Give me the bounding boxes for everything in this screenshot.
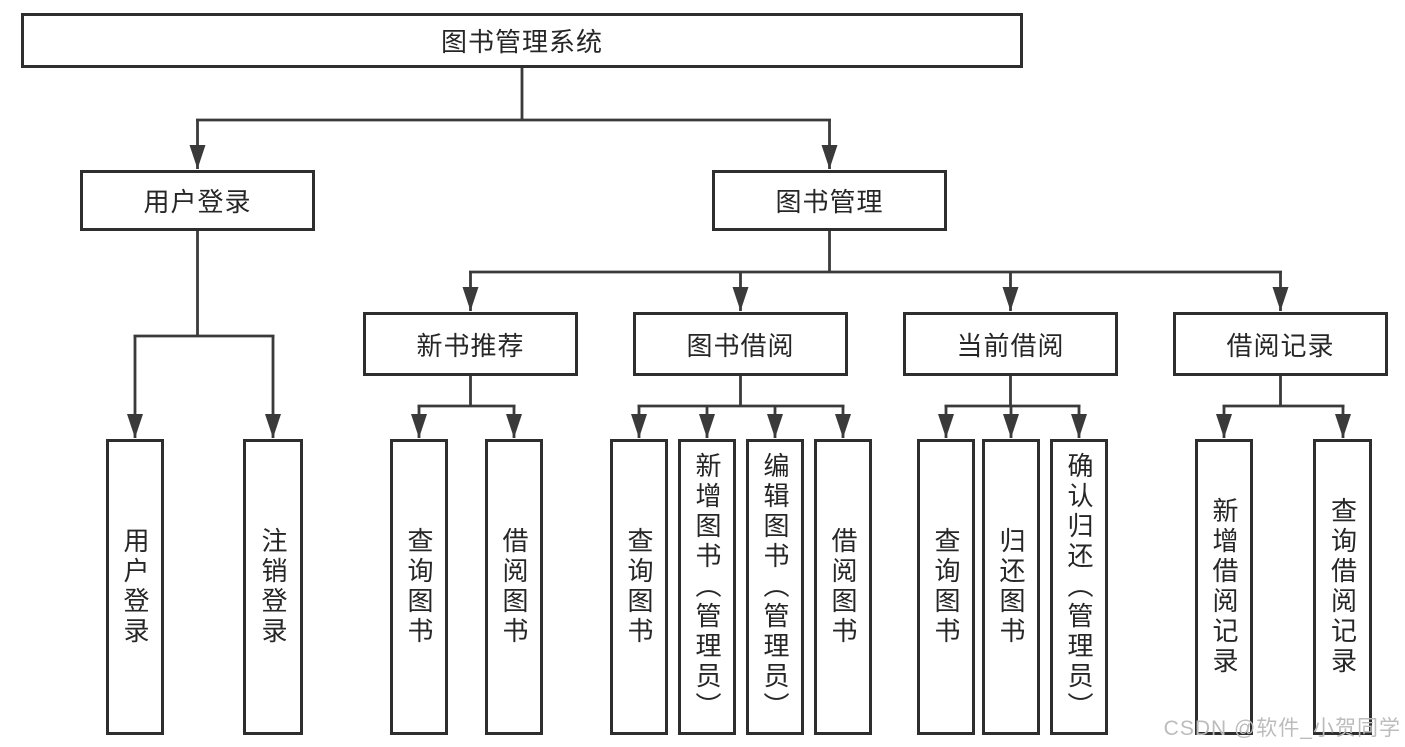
leaf-borrowing-borrow-books: 借阅图书: [814, 439, 872, 735]
leaf-borrowing-edit-books-admin: 编辑图书（管理员）: [746, 439, 804, 735]
node-borrowing-records: 借阅记录: [1173, 312, 1388, 376]
node-book-borrowing: 图书借阅: [633, 312, 848, 376]
connector-new-book-recommendation-to-leaves: [411, 376, 522, 438]
connector-current-borrowing-to-leaves: [938, 376, 1087, 438]
leaf-logout: 注销登录: [243, 439, 303, 735]
leaf-recommend-query-books: 查询图书: [390, 439, 448, 735]
node-new-book-recommendation: 新书推荐: [363, 312, 578, 376]
watermark-text: CSDN @软件_小贺同学: [1163, 717, 1401, 740]
connector-book-management-to-level3: [462, 231, 1289, 311]
connector-borrowing-records-to-leaves: [1216, 376, 1351, 438]
connector-root-to-level2: [189, 68, 838, 169]
node-root: 图书管理系统: [21, 13, 1023, 68]
node-book-management: 图书管理: [712, 170, 947, 231]
connector-book-borrowing-to-leaves: [631, 376, 851, 438]
leaf-current-return-books: 归还图书: [982, 439, 1040, 735]
leaf-records-query-record: 查询借阅记录: [1313, 439, 1372, 735]
leaf-current-query-books: 查询图书: [917, 439, 975, 735]
leaf-borrowing-add-books-admin: 新增图书（管理员）: [678, 439, 736, 735]
leaf-borrowing-query-books: 查询图书: [610, 439, 668, 735]
leaf-records-add-record: 新增借阅记录: [1195, 439, 1253, 735]
leaf-user-login: 用户登录: [106, 439, 164, 735]
node-current-borrowing: 当前借阅: [903, 312, 1118, 376]
node-user-login: 用户登录: [80, 170, 315, 231]
leaf-current-confirm-return-admin: 确认归还（管理员）: [1050, 439, 1108, 735]
leaf-recommend-borrow-books: 借阅图书: [485, 439, 543, 735]
connector-user-login-to-leaves: [127, 231, 281, 438]
